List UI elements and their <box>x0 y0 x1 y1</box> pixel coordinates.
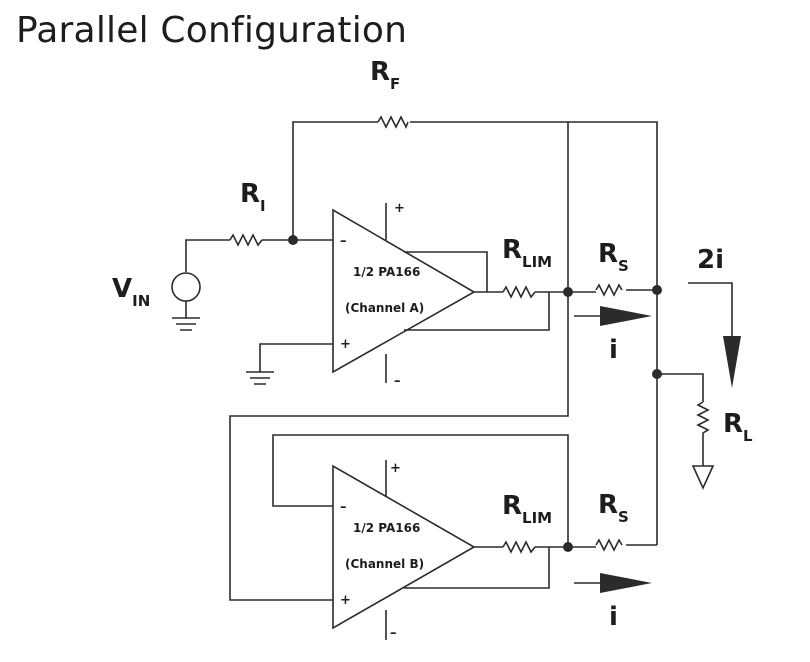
label-rs-b: RS <box>598 490 629 526</box>
voltage-source-icon <box>171 272 201 302</box>
current-arrow-a-icon <box>574 306 652 326</box>
label-rlim-b: RLIM <box>502 491 552 527</box>
resistor-rl <box>696 401 710 436</box>
opamp-a-supply-pos: + <box>394 201 405 216</box>
label-vin: VIN <box>112 274 150 310</box>
label-rs-a: RS <box>598 239 629 275</box>
label-rlim-a: RLIM <box>502 235 552 271</box>
opamp-b-part-label: 1/2 PA166 <box>353 521 420 535</box>
label-ri: RI <box>240 179 266 215</box>
opamp-a-inverting-sign: – <box>340 234 347 249</box>
opamp-a-part-label: 1/2 PA166 <box>353 265 420 279</box>
label-current-a: i <box>609 335 618 365</box>
label-rf: RF <box>370 57 400 93</box>
label-rl: RL <box>723 409 753 445</box>
label-current-b: i <box>609 602 618 632</box>
resistor-rs-b <box>595 538 623 552</box>
opamp-b-channel-label: (Channel B) <box>345 557 424 571</box>
opamp-b-supply-pos: + <box>390 461 401 476</box>
label-current-total: 2i <box>697 245 724 275</box>
ground-triangle-icon <box>691 465 715 490</box>
resistor-rlim-a <box>502 285 536 299</box>
opamp-a-noninverting-sign: + <box>340 337 351 352</box>
wiring <box>185 121 704 640</box>
resistor-ri <box>229 233 263 247</box>
opamp-b-inverting-sign: – <box>340 500 347 515</box>
resistor-rf <box>377 115 409 129</box>
opamp-a-supply-neg: – <box>394 374 401 389</box>
junction-dots <box>288 235 662 552</box>
ground-icon <box>172 317 200 331</box>
resistor-rs-a <box>595 283 623 297</box>
resistor-rlim-b <box>502 540 536 554</box>
ground-icon <box>246 371 274 385</box>
opamp-a-triangle <box>332 208 476 374</box>
opamp-a-channel-label: (Channel A) <box>345 301 424 315</box>
page-title: Parallel Configuration <box>16 10 408 51</box>
opamp-b-noninverting-sign: + <box>340 593 351 608</box>
current-arrow-b-icon <box>574 573 652 593</box>
opamp-b-triangle <box>332 464 476 630</box>
current-arrow-total-icon <box>688 282 741 388</box>
opamp-b-supply-neg: – <box>390 626 397 641</box>
